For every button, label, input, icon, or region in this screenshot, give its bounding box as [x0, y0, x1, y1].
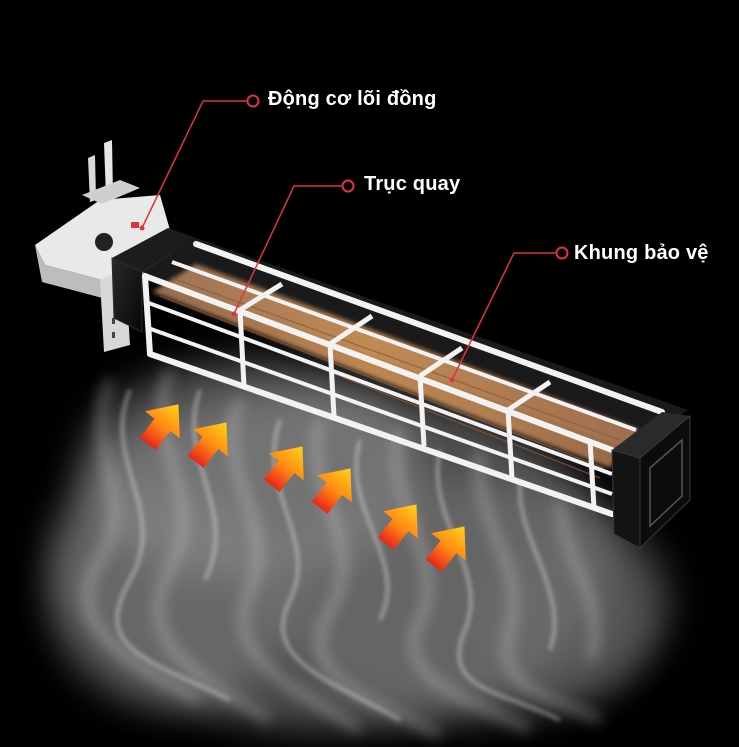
heat-arrow-icon [187, 422, 228, 468]
callout-label-motor: Động cơ lõi đồng [268, 88, 437, 110]
heat-arrow-icon [377, 504, 418, 550]
callout-dot-icon [555, 246, 569, 260]
callout-dots [246, 94, 569, 260]
callout-dot-icon [341, 179, 355, 193]
callout-line-motor [141, 100, 247, 229]
callout-lines [141, 100, 556, 381]
callout-label-shaft: Trục quay [364, 173, 461, 195]
heat-arrow-icon [263, 446, 304, 492]
callout-label-frame: Khung bảo vệ [574, 242, 709, 264]
callout-line-shaft [233, 185, 342, 315]
heater-body [111, 228, 691, 550]
callout-line-frame [451, 252, 556, 381]
heat-arrows [139, 404, 466, 572]
power-plug-icon [82, 140, 140, 204]
heat-arrow-icon [425, 526, 466, 572]
callout-dot-icon [246, 94, 260, 108]
heat-arrow-icon [139, 404, 180, 450]
heat-arrow-icon [311, 468, 352, 514]
